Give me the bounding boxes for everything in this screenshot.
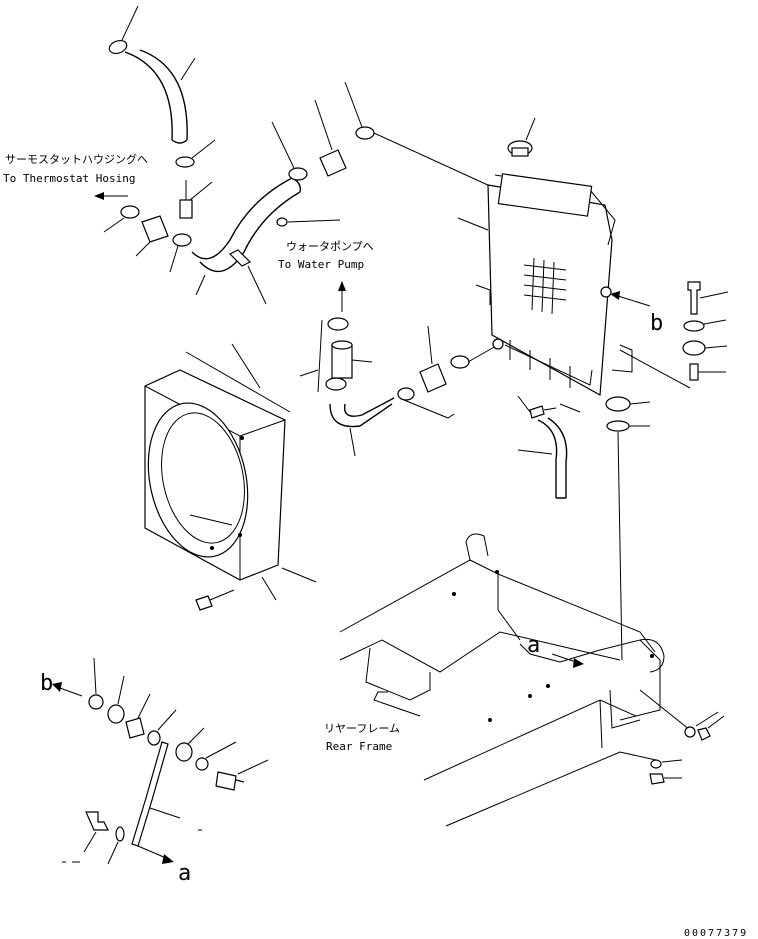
lower-hose-short-b [419, 363, 447, 393]
mount-cushion [682, 340, 706, 356]
clamp-c [355, 126, 375, 140]
drain-cock [529, 405, 545, 419]
lower-bent-hose [329, 397, 395, 428]
radiator [457, 117, 633, 396]
elbow-fitting [179, 199, 193, 219]
ref-b-left: b [40, 671, 53, 696]
drain-group [517, 395, 581, 499]
short-hose-b [319, 149, 347, 177]
rear-frame [339, 533, 691, 827]
stay-cushion [107, 704, 125, 724]
upper-hose-group [94, 5, 341, 305]
thermostat-label-jp: サーモスタットハウジングへ [5, 152, 148, 166]
top-middle-clamps [271, 81, 491, 187]
lower-clamp-d [450, 355, 470, 369]
radiator-outlet [492, 338, 504, 350]
top-hose-clamp [108, 39, 128, 55]
water-pump-label-jp: ウォータポンプへ [286, 240, 374, 253]
radiator-stay [131, 741, 169, 847]
radiator-mount-pin [600, 286, 612, 298]
rear-frame-label-en: Rear Frame [326, 740, 392, 753]
hose-bolt [228, 249, 252, 267]
ref-b-right: b [650, 311, 663, 336]
stay-washer-2 [195, 757, 209, 771]
shroud-bolt [195, 595, 213, 611]
lower-short-hose [331, 344, 353, 379]
thermostat-label-en: To Thermostat Hosing [3, 172, 135, 185]
right-fastener-stack [605, 281, 729, 661]
upper-hose [124, 49, 188, 144]
mount-washer [683, 320, 705, 332]
frame-nut [697, 727, 711, 741]
ref-a-frame: a [527, 633, 540, 658]
stay-cushion-3 [175, 742, 193, 762]
lower-clamp-top [327, 317, 349, 331]
stay-washer-3 [115, 826, 125, 842]
frame-washer [684, 726, 696, 738]
lower-cushion [605, 396, 631, 412]
stay-collar [125, 717, 145, 739]
lower-washer [606, 420, 630, 432]
frame-fasteners [649, 711, 725, 785]
stay-bolt [215, 771, 245, 791]
drain-hose [537, 417, 568, 499]
lower-hose-group [299, 317, 504, 457]
fan-shroud [144, 343, 317, 611]
short-hose [141, 215, 169, 243]
radiator-core-grid [523, 257, 567, 315]
ref-a-bottom: a [178, 861, 191, 886]
stay-bolt-2 [85, 811, 109, 831]
shroud-ring [147, 402, 249, 558]
mount-bolt [687, 281, 701, 315]
stay-group [52, 657, 269, 865]
hose-clamp-mid [172, 233, 192, 247]
stay-washer [88, 694, 104, 710]
water-pump-label-en: To Water Pump [278, 258, 364, 271]
mount-collar [689, 363, 699, 381]
lower-clamp-c [397, 387, 415, 401]
drawing-number: 00077379 [684, 928, 748, 939]
rear-frame-label-jp: リヤーフレーム [324, 722, 400, 735]
frame-washer-2 [650, 759, 662, 769]
hose-clamp-left [120, 205, 140, 219]
clamp-a [288, 167, 308, 181]
frame-nut-2 [649, 773, 665, 785]
lower-clamp-bottom [325, 377, 347, 391]
hose-clamp-small [175, 156, 195, 168]
stay-cushion-2 [147, 730, 161, 746]
pump-connector [276, 217, 288, 227]
